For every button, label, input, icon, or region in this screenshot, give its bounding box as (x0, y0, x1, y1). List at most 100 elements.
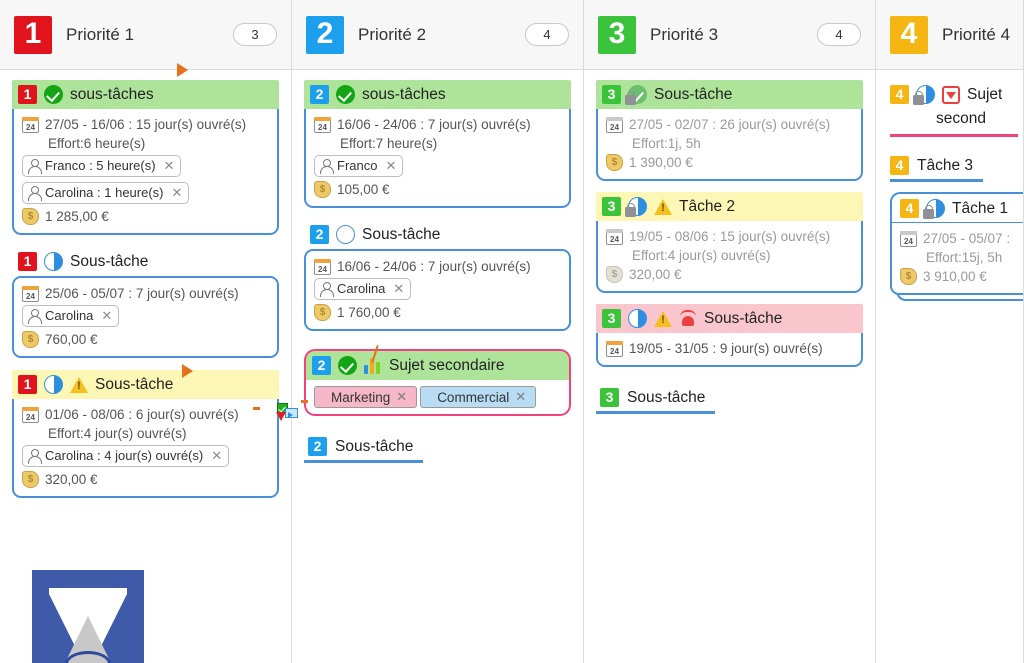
card-dates: 27/05 - 16/06 : 15 jour(s) ouvré(s) (45, 117, 247, 132)
remove-assignee-icon[interactable]: ✕ (163, 158, 175, 173)
card-sous-taches-1[interactable]: 1 sous-tâches 24 27/05 - 16/06 : 15 jour… (12, 80, 279, 235)
card-cost-row: $ 1 760,00 € (314, 303, 561, 322)
card-title: sous-tâches (70, 85, 154, 103)
column-title-3: Priorité 3 (650, 24, 719, 44)
card-header[interactable]: 2 Sujet secondaire (304, 349, 571, 380)
card-effort-row: Effort:4 jour(s) ouvré(s) (22, 424, 269, 443)
half-circle-icon (628, 309, 647, 328)
card-sous-tache-2[interactable]: 1 Sous-tâche 24 25/06 - 05/07 : 7 jour(s… (12, 247, 279, 358)
assignee-chip[interactable]: Franco : 5 heure(s) ✕ (22, 155, 182, 177)
card-tache-3-stub[interactable]: 4 Tâche 3 (890, 153, 1023, 182)
card-sujet-secondaire-4[interactable]: 4 Sujet second (890, 80, 1023, 137)
card-dates-row: 24 27/05 - 02/07 : 26 jour(s) ouvré(s) (606, 115, 853, 134)
priority-chip-4: 4 (890, 15, 928, 54)
tag-chip-marketing[interactable]: Marketing ✕ (314, 386, 418, 408)
connector-arrow-icon (177, 63, 188, 77)
card-title: Sous-tâche (627, 388, 706, 406)
remove-assignee-icon[interactable]: ✕ (393, 281, 405, 296)
card-body: 24 27/05 - 16/06 : 15 jour(s) ouvré(s) E… (12, 109, 279, 235)
check-icon (336, 85, 355, 104)
assignee-chip[interactable]: Carolina : 1 heure(s) ✕ (22, 182, 190, 204)
tag-chip-commercial[interactable]: Commercial ✕ (420, 386, 537, 408)
card-header-stub[interactable]: 3 Sous-tâche (596, 385, 716, 414)
assignee-name: Carolina (45, 308, 94, 323)
card-dates-row: 24 01/06 - 08/06 : 6 jour(s) ouvré(s) (22, 405, 269, 424)
link-marker-icon (276, 412, 286, 421)
money-bag-icon: $ (314, 181, 331, 198)
card-effort-row: Effort:7 heure(s) (314, 134, 561, 153)
person-icon (27, 186, 42, 201)
flag-box-icon (942, 85, 960, 104)
card-header[interactable]: 1 Sous-tâche (12, 247, 279, 276)
card-tache-2[interactable]: 3 Tâche 2 24 19/05 - 08/06 : 15 jour(s) … (596, 192, 863, 293)
card-body: 24 19/05 - 31/05 : 9 jour(s) ouvré(s) (596, 333, 863, 367)
card-sous-tache-stub[interactable]: 2 Sous-tâche (304, 434, 571, 463)
card-header[interactable]: 1 sous-tâches (12, 80, 279, 109)
card-header-stub[interactable]: 4 Tâche 3 (890, 153, 984, 182)
assignee-row: Carolina ✕ (22, 303, 269, 330)
card-dates: 01/06 - 08/06 : 6 jour(s) ouvré(s) (45, 407, 239, 422)
card-cost: 3 910,00 € (923, 269, 987, 284)
card-dates: 25/06 - 05/07 : 7 jour(s) ouvré(s) (45, 286, 239, 301)
card-header[interactable]: 3 Sous-tâche (596, 304, 863, 333)
assignee-row: Franco ✕ (314, 153, 561, 180)
card-sous-tache-alarm[interactable]: 3 Sous-tâche 24 19/05 - 31/05 : 9 jour(s… (596, 304, 863, 367)
column-body-3: 3 Sous-tâche 24 27/05 - 02/07 : 26 jour(… (584, 70, 875, 663)
remove-tag-icon[interactable]: ✕ (515, 389, 527, 404)
remove-tag-icon[interactable]: ✕ (396, 389, 408, 404)
card-title: Tâche 2 (679, 197, 736, 215)
person-icon (319, 159, 334, 174)
assignee-row: Carolina : 1 heure(s) ✕ (22, 180, 269, 207)
card-header-stub[interactable]: 2 Sous-tâche (304, 434, 424, 463)
assignee-row: Carolina : 4 jour(s) ouvré(s) ✕ (22, 443, 269, 470)
assignee-chip[interactable]: Carolina : 4 jour(s) ouvré(s) ✕ (22, 445, 230, 467)
card-header[interactable]: 3 Tâche 2 (596, 192, 863, 221)
assignee-chip[interactable]: Franco ✕ (314, 155, 404, 177)
card-header[interactable]: 1 Sous-tâche (12, 370, 279, 399)
card-header[interactable]: 3 Sous-tâche (596, 80, 863, 109)
remove-assignee-icon[interactable]: ✕ (211, 448, 223, 463)
priority-chip-3: 3 (598, 15, 636, 54)
column-count-3: 4 (817, 23, 861, 46)
priority-chip-2: 2 (306, 15, 344, 54)
remove-assignee-icon[interactable]: ✕ (101, 308, 113, 323)
card-effort-row: Effort:4 jour(s) ouvré(s) (606, 246, 853, 265)
card-effort: Effort:4 jour(s) ouvré(s) (48, 426, 187, 441)
remove-assignee-icon[interactable]: ✕ (171, 185, 183, 200)
card-underline (890, 134, 1018, 137)
remove-assignee-icon[interactable]: ✕ (385, 158, 397, 173)
card-header[interactable]: 4 Tâche 1 (890, 192, 1023, 222)
card-sujet-secondaire[interactable]: 2 Sujet secondaire Marketing ✕ Commercia… (304, 349, 571, 416)
card-cost: 320,00 € (45, 472, 98, 487)
card-title: Sujet (967, 85, 1003, 103)
card-sous-tache-locked-1[interactable]: 3 Sous-tâche 24 27/05 - 02/07 : 26 jour(… (596, 80, 863, 181)
link-tick-icon (301, 400, 308, 403)
card-title: Tâche 1 (952, 199, 1009, 217)
card-title: Sous-tâche (654, 85, 733, 103)
warning-icon (70, 376, 88, 393)
card-header[interactable]: 2 sous-tâches (304, 80, 571, 109)
card-sous-tache-2[interactable]: 2 Sous-tâche 24 16/06 - 24/06 : 7 jour(s… (304, 220, 571, 331)
lock-icon (913, 91, 924, 105)
money-bag-icon: $ (314, 304, 331, 321)
calendar-icon: 24 (22, 285, 39, 302)
card-effort: Effort:1j, 5h (632, 136, 701, 151)
card-sous-tache-stub[interactable]: 3 Sous-tâche (596, 385, 863, 414)
calendar-icon: 24 (900, 230, 917, 247)
column-count-2: 4 (525, 23, 569, 46)
card-sous-tache-3[interactable]: 1 Sous-tâche 24 01/06 - 08/06 : 6 jour(s… (12, 370, 279, 498)
card-header[interactable]: 4 Sujet (890, 80, 1023, 109)
column-title-2: Priorité 2 (358, 24, 427, 44)
card-sous-taches-1[interactable]: 2 sous-tâches 24 16/06 - 24/06 : 7 jour(… (304, 80, 571, 208)
assignee-chip[interactable]: Carolina ✕ (22, 305, 120, 327)
card-dates: 19/05 - 31/05 : 9 jour(s) ouvré(s) (629, 341, 823, 356)
assignee-row: Carolina ✕ (314, 276, 561, 303)
link-drag-handle[interactable] (285, 408, 298, 418)
card-dates-row: 24 19/05 - 08/06 : 15 jour(s) ouvré(s) (606, 227, 853, 246)
column-body-1: 1 sous-tâches 24 27/05 - 16/06 : 15 jour… (0, 63, 291, 663)
assignee-name: Carolina : 4 jour(s) ouvré(s) (45, 448, 204, 463)
card-header[interactable]: 2 Sous-tâche (304, 220, 571, 249)
assignee-chip[interactable]: Carolina ✕ (314, 278, 412, 300)
card-tache-1[interactable]: 4 Tâche 1 24 27/05 - 05/07 : (890, 192, 1023, 301)
card-dates: 27/05 - 02/07 : 26 jour(s) ouvré(s) (629, 117, 831, 132)
